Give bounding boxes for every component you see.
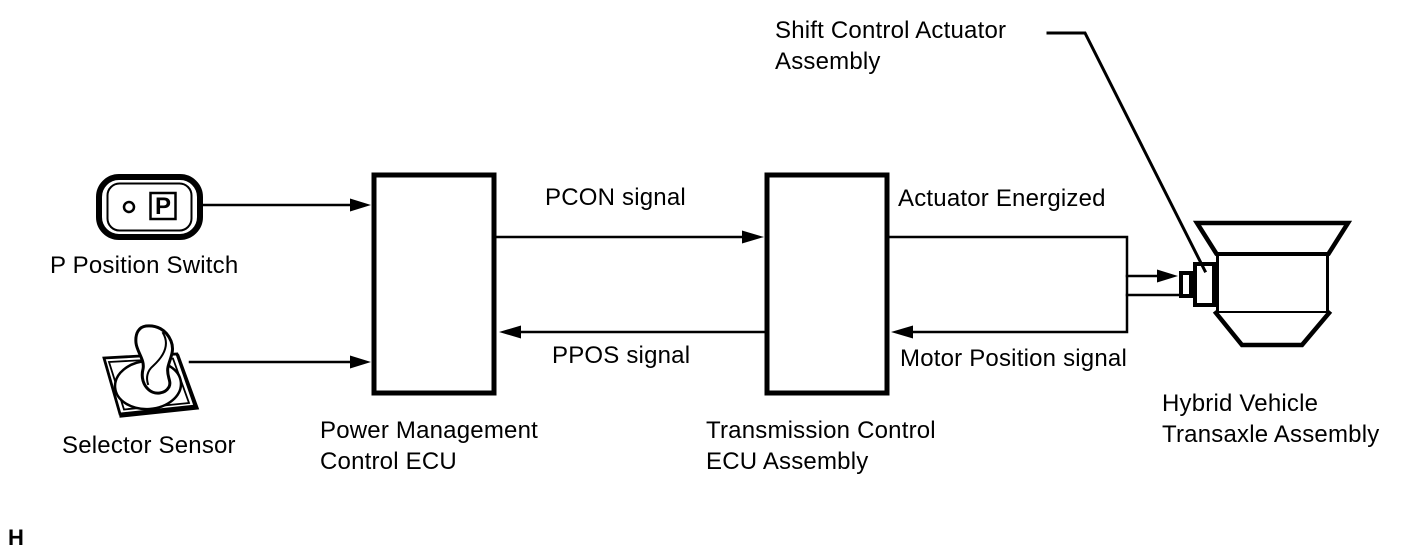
power-management-ecu-label: Power Management Control ECU — [320, 417, 538, 475]
p-position-switch-icon: P — [96, 174, 203, 240]
shift-actuator-leader-line — [1046, 31, 1208, 274]
transaxle-icon — [1179, 220, 1353, 348]
selector-sensor-label: Selector Sensor — [62, 432, 236, 459]
transmission-ecu-label: Transmission Control ECU Assembly — [706, 417, 936, 475]
actuator-energized-line — [888, 235, 1178, 334]
selector-sensor-icon — [102, 324, 200, 418]
motor-position-line — [891, 293, 1183, 339]
selector-sensor-arrow — [188, 355, 371, 369]
pcon-signal-label: PCON signal — [545, 184, 686, 211]
power-management-ecu-box — [371, 172, 497, 396]
footnote-marker: H — [8, 525, 25, 550]
ppos-signal-arrow — [499, 325, 766, 339]
motor-position-signal-label: Motor Position signal — [900, 345, 1127, 372]
p-button-glyph: P — [155, 193, 171, 220]
shift-actuator-block — [1179, 262, 1216, 307]
transmission-ecu-box — [764, 172, 890, 396]
shift-actuator-callout-label: Shift Control Actuator Assembly — [775, 17, 1007, 75]
p-switch-arrow — [202, 198, 371, 212]
ppos-signal-label: PPOS signal — [552, 342, 691, 369]
p-position-switch-label: P Position Switch — [50, 252, 239, 279]
transaxle-label: Hybrid Vehicle Transaxle Assembly — [1162, 390, 1380, 448]
actuator-energized-label: Actuator Energized — [898, 185, 1106, 212]
pcon-signal-arrow — [495, 230, 764, 244]
